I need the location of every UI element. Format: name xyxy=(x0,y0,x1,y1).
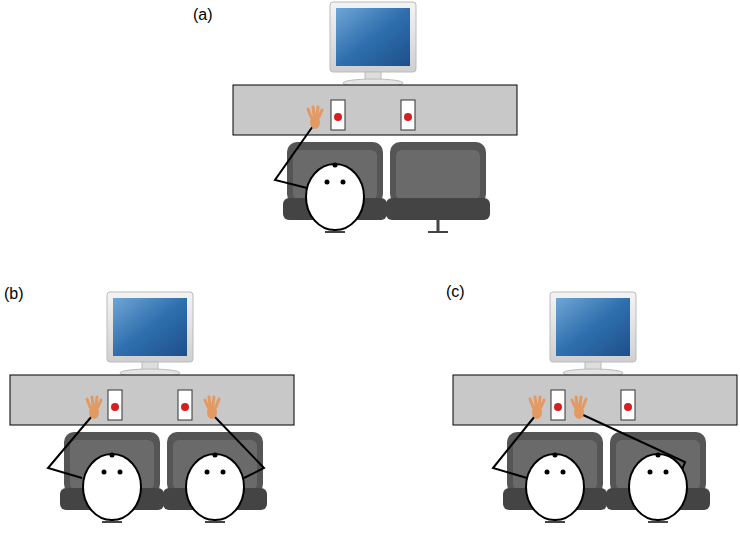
panel-b xyxy=(10,292,294,522)
panel-label: (c) xyxy=(446,283,465,301)
panel-c xyxy=(453,292,737,522)
panel-label: (a) xyxy=(193,6,213,24)
panel-label: (b) xyxy=(4,285,24,303)
panel-a xyxy=(233,2,517,232)
